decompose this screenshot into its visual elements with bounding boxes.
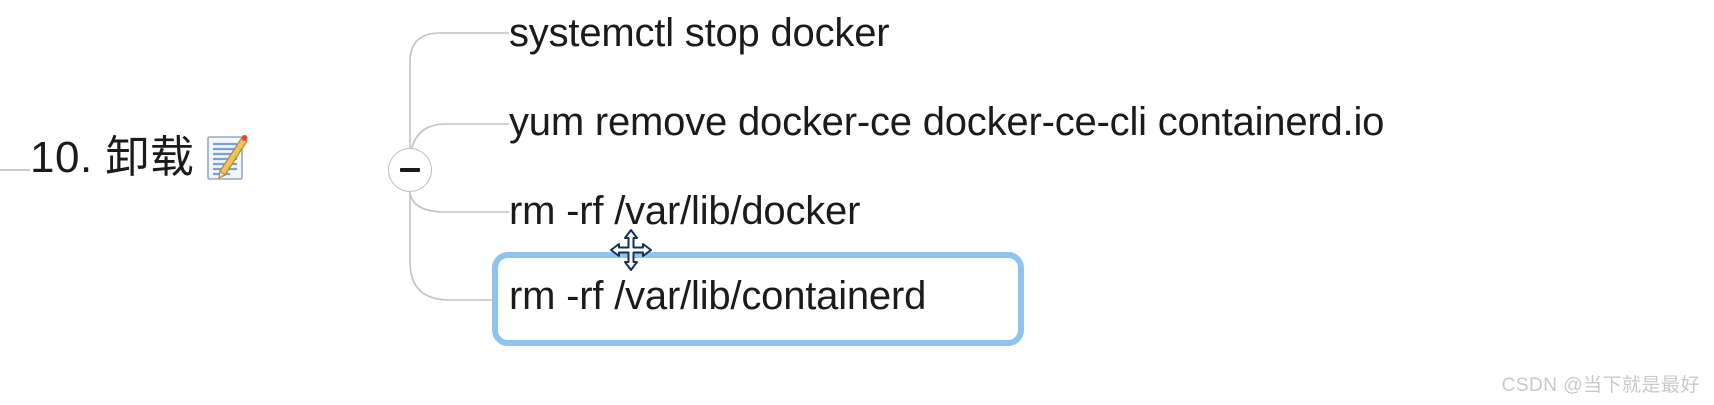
mindmap-child-node-selected[interactable]: rm -rf /var/lib/containerd xyxy=(492,252,1024,346)
mindmap-child-node-label: rm -rf /var/lib/containerd xyxy=(509,274,927,318)
parent-node-label: 10. 卸载 xyxy=(30,133,195,182)
mindmap-child-node[interactable]: rm -rf /var/lib/docker xyxy=(509,189,861,233)
csdn-watermark: CSDN @当下就是最好 xyxy=(1501,375,1700,396)
mindmap-child-node[interactable]: systemctl stop docker xyxy=(509,11,890,55)
mindmap-parent-node[interactable]: 10. 卸载 xyxy=(30,133,249,183)
minus-glyph xyxy=(400,168,420,172)
minus-circle-icon[interactable] xyxy=(388,148,432,192)
memo-icon xyxy=(204,133,249,183)
mindmap-child-node[interactable]: yum remove docker-ce docker-ce-cli conta… xyxy=(509,100,1385,144)
